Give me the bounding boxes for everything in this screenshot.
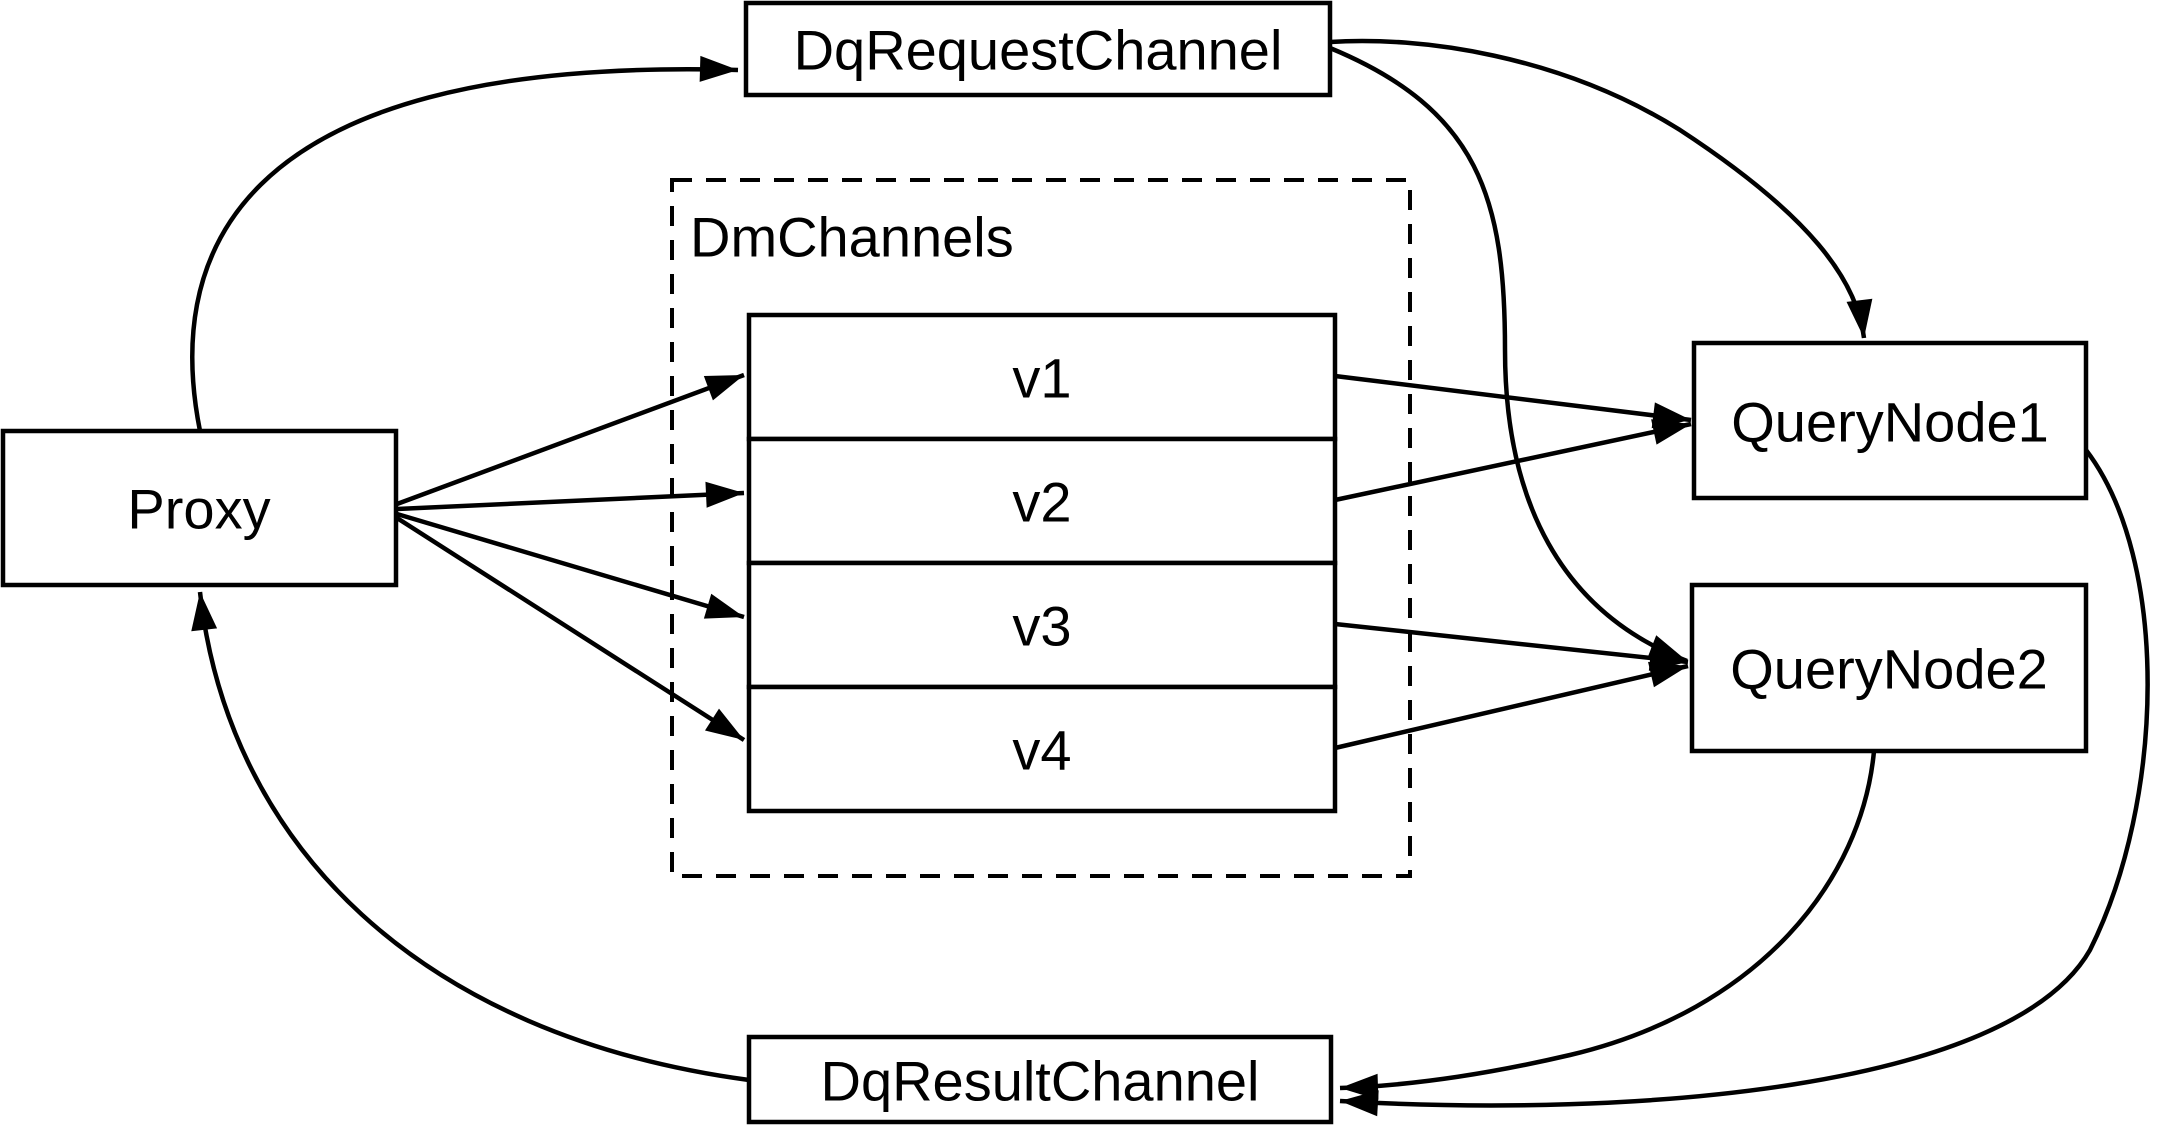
node-dqrequestchannel: DqRequestChannel <box>743 0 1333 98</box>
edge-proxy-to-dqrequestchannel <box>190 55 739 432</box>
node-proxy: Proxy <box>0 428 399 588</box>
edge-proxy-to-v1 <box>396 372 745 507</box>
node-dqresultchannel: DqResultChannel <box>746 1034 1334 1125</box>
querynode2-label: QueryNode2 <box>1730 638 2048 701</box>
querynode1-box <box>1691 340 2089 501</box>
node-dmchannels-group: DmChannels <box>670 178 1412 878</box>
channel-v3-box <box>746 560 1338 690</box>
edge-dqresultchannel-to-proxy <box>191 591 750 1083</box>
edge-proxy-to-v4 <box>395 516 746 742</box>
proxy-box <box>0 428 399 588</box>
node-channel-stack: v1 v2 v3 v4 <box>746 312 1338 814</box>
channel-v2-label: v2 <box>1012 471 1071 534</box>
dqresultchannel-label: DqResultChannel <box>821 1050 1260 1113</box>
channel-v4-box <box>746 684 1338 814</box>
edge-group <box>190 38 2150 1117</box>
edge-proxy-to-v2 <box>396 481 745 512</box>
edge-dqrequestchannel-to-querynode1 <box>1329 38 1873 339</box>
edge-v2-to-querynode1 <box>1334 419 1692 503</box>
querynode2-box <box>1689 582 2089 754</box>
edge-dqrequestchannel-to-querynode2 <box>1329 45 1688 664</box>
channel-v3-label: v3 <box>1012 595 1071 658</box>
edge-querynode1-to-dqresultchannel <box>1339 448 2150 1117</box>
dmchannels-label: DmChannels <box>690 206 1014 269</box>
dqresultchannel-box <box>746 1034 1334 1125</box>
dmchannels-dashed-border <box>670 178 1412 878</box>
edge-proxy-to-v3 <box>396 511 745 620</box>
edge-v4-to-querynode2 <box>1334 661 1689 751</box>
proxy-label: Proxy <box>127 478 270 541</box>
dqrequestchannel-box <box>743 0 1333 98</box>
channel-v4-label: v4 <box>1012 719 1071 782</box>
edge-v3-to-querynode2 <box>1334 621 1689 671</box>
channel-v1-label: v1 <box>1012 347 1071 410</box>
node-querynode1: QueryNode1 <box>1691 340 2089 501</box>
channel-v2-box <box>746 436 1338 566</box>
node-querynode2: QueryNode2 <box>1689 582 2089 754</box>
dqrequestchannel-label: DqRequestChannel <box>794 19 1283 82</box>
edge-v1-to-querynode1 <box>1334 373 1692 429</box>
edge-querynode2-to-dqresultchannel <box>1339 750 1877 1100</box>
querynode1-label: QueryNode1 <box>1731 391 2049 454</box>
